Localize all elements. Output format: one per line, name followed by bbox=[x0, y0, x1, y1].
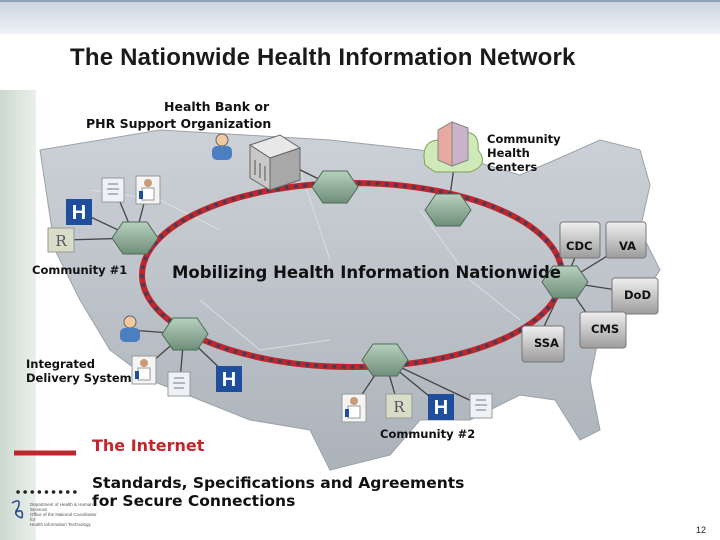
community-health-label: Community Health Centers bbox=[487, 132, 561, 174]
svg-text:R: R bbox=[55, 232, 67, 250]
community1-label: Community #1 bbox=[32, 263, 128, 277]
doctor-icon bbox=[341, 393, 367, 423]
slide-title: The Nationwide Health Information Networ… bbox=[70, 44, 576, 71]
health-bank-label: Health Bank or bbox=[164, 99, 270, 114]
hospital-icon: H bbox=[428, 394, 454, 420]
top-banner bbox=[0, 0, 720, 34]
svg-text:R: R bbox=[393, 398, 405, 416]
integrated-delivery-label: Integrated Delivery System bbox=[26, 357, 132, 385]
person-icon bbox=[212, 133, 232, 160]
xray-icon bbox=[101, 177, 125, 203]
ssa-label: SSA bbox=[534, 336, 559, 350]
svg-text:H: H bbox=[72, 202, 86, 224]
va-label: VA bbox=[619, 239, 637, 253]
left-band bbox=[0, 90, 36, 540]
legend-standards-label: Standards, Specifications and Agreements… bbox=[92, 474, 465, 510]
legend-internet-label: The Internet bbox=[92, 436, 205, 455]
center-label: Mobilizing Health Information Nationwide bbox=[172, 263, 561, 282]
phr-label: PHR Support Organization bbox=[86, 116, 272, 131]
hospital-icon: H bbox=[66, 199, 92, 225]
community2-label: Community #2 bbox=[380, 427, 476, 441]
cms-label: CMS bbox=[591, 322, 620, 336]
federal-building-icons bbox=[521, 221, 659, 363]
page-number: 12 bbox=[696, 525, 707, 535]
xray-icon bbox=[469, 393, 493, 419]
xray-icon bbox=[167, 371, 191, 397]
pharmacy-rx-icon: R bbox=[385, 393, 413, 419]
pharmacy-rx-icon: R bbox=[47, 227, 75, 253]
svg-text:H: H bbox=[434, 397, 448, 419]
dod-label: DoD bbox=[624, 288, 651, 302]
cdc-label: CDC bbox=[566, 239, 593, 253]
person-icon bbox=[120, 315, 140, 342]
hospital-icon: H bbox=[216, 366, 242, 392]
hub-nodes bbox=[111, 170, 589, 377]
community-health-center-icon bbox=[423, 121, 483, 173]
doctor-icon bbox=[131, 355, 157, 385]
phr-server-icon bbox=[248, 134, 302, 191]
agency-name: Department of Health & Human Services Of… bbox=[30, 502, 97, 527]
hhs-logo-icon bbox=[11, 500, 24, 519]
doctor-icon bbox=[135, 175, 161, 205]
svg-text:H: H bbox=[222, 369, 236, 391]
